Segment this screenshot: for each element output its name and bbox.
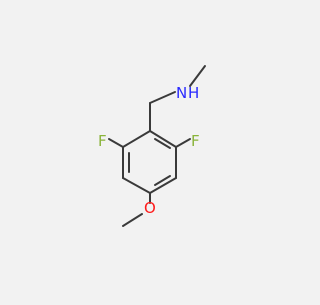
hydrogen-label: H bbox=[188, 84, 199, 102]
bond-o-methyl bbox=[122, 213, 143, 227]
oxygen-label: O bbox=[144, 199, 156, 217]
bond-ring-f-right bbox=[175, 138, 191, 148]
bond-n-ch2 bbox=[149, 91, 176, 104]
bond-methyl-n bbox=[189, 65, 206, 87]
structure-diagram: N H F F O bbox=[0, 0, 300, 300]
nitrogen-label: N bbox=[176, 84, 187, 102]
molecule-canvas: N H F F O bbox=[0, 0, 300, 300]
ring-bond-6 bbox=[122, 130, 151, 148]
background bbox=[0, 0, 300, 300]
fluorine-right-label: F bbox=[191, 132, 200, 150]
fluorine-left-label: F bbox=[98, 132, 107, 150]
ring-bond-4 bbox=[122, 177, 151, 194]
ring-bond-1 bbox=[149, 130, 177, 148]
bonds bbox=[108, 65, 206, 227]
bond-ring-f-left bbox=[108, 138, 124, 148]
ring-double-2 bbox=[154, 175, 171, 186]
ring-double-1 bbox=[154, 138, 171, 149]
ring-bond-3 bbox=[149, 177, 177, 194]
